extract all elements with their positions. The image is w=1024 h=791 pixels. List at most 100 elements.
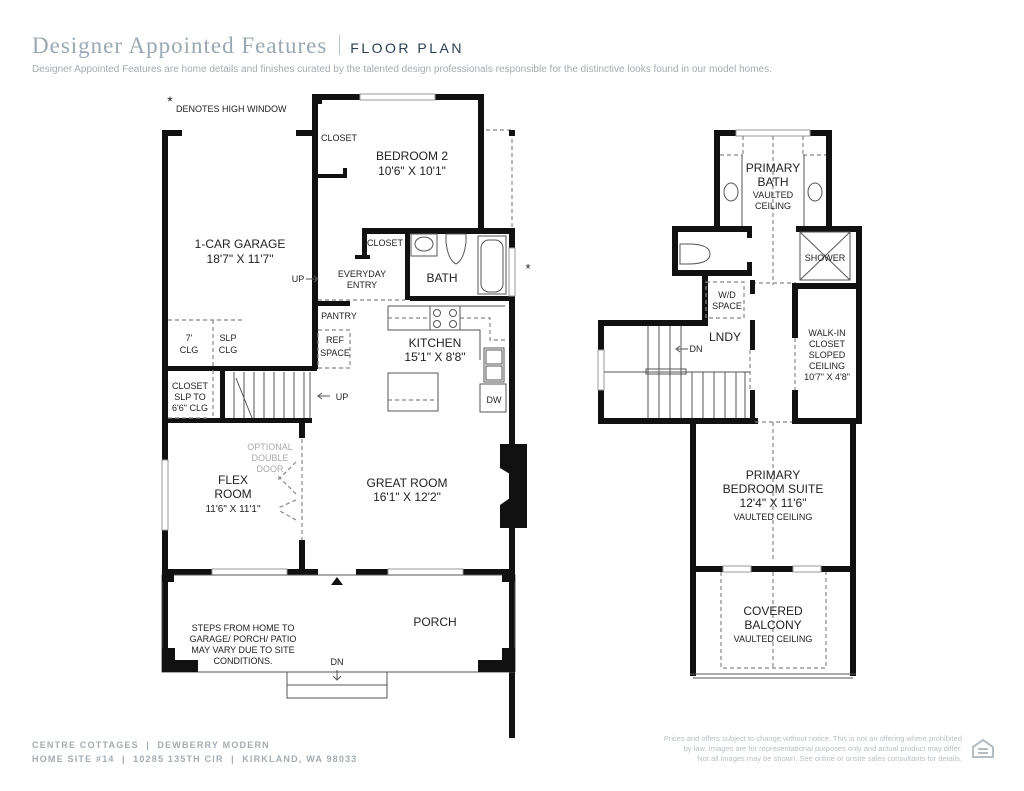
window	[161, 459, 169, 531]
window	[359, 93, 436, 101]
label-primary-suite: PRIMARY	[746, 468, 800, 482]
wall	[162, 130, 182, 136]
label-kitchen-dims: 15'1" X 8'8"	[404, 350, 465, 364]
stairs-main	[233, 372, 311, 419]
down-arrow-icon	[332, 670, 342, 681]
wd-space-outline	[705, 281, 745, 319]
label-great-room: GREAT ROOM	[367, 476, 448, 490]
label-closet: CLOSET	[321, 133, 358, 143]
label-vaulted-ceiling: VAULTED CEILING	[734, 634, 813, 644]
closet-outline	[168, 370, 214, 419]
label-primary-suite: BEDROOM SUITE	[723, 482, 824, 496]
label-dw: DW	[487, 395, 502, 405]
wall	[362, 228, 367, 258]
label-7ft-clg: 7'	[186, 333, 193, 343]
toilet	[445, 233, 467, 265]
wall	[318, 174, 346, 178]
disclaimer-line: Not all images may be shown. See online …	[697, 754, 962, 763]
disclaimer-line: by law. Images are for representational …	[683, 744, 962, 753]
intro-text: Designer Appointed Features are home det…	[32, 64, 772, 75]
cooktop	[429, 305, 461, 331]
wall	[478, 94, 484, 234]
label-vaulted-ceiling: CEILING	[755, 201, 791, 211]
label-covered-balcony: COVERED	[743, 604, 803, 618]
toilet	[679, 243, 711, 265]
label-optional-door: DOUBLE	[251, 453, 288, 463]
label-garage-dims: 18'7" X 11'7"	[207, 252, 274, 266]
label-primary-bath: PRIMARY	[746, 161, 800, 175]
label-flex-room: FLEX	[218, 473, 248, 487]
label-closet-slp: 6'6" CLG	[172, 403, 208, 413]
wall	[299, 540, 305, 570]
label-bedroom2: BEDROOM 2	[376, 149, 448, 163]
wall	[162, 366, 317, 371]
address-line: HOME SITE #14 | 10285 135TH CIR | KIRKLA…	[32, 754, 358, 764]
sink	[410, 233, 438, 257]
shower	[799, 231, 851, 281]
bumpout-outline	[486, 129, 513, 230]
label-steps-note: GARAGE/ PORCH/ PATIO	[190, 634, 297, 644]
label-ref-space: SPACE	[320, 348, 350, 358]
window	[211, 568, 288, 576]
wall	[355, 255, 370, 259]
wall	[362, 228, 514, 234]
kitchen-sink	[483, 347, 505, 383]
label-wd-space: SPACE	[712, 301, 742, 311]
disclaimer: Prices and offers subject to change with…	[664, 734, 962, 764]
label-closet: CLOSET	[367, 238, 404, 248]
door-opening	[792, 565, 822, 573]
label-dn: DN	[331, 657, 344, 667]
label-closet-slp: SLP TO	[174, 392, 206, 402]
wall	[299, 418, 305, 438]
label-vaulted-ceiling: VAULTED CEILING	[734, 512, 813, 522]
label-bath: BATH	[426, 271, 457, 285]
label-optional-door: DOOR	[257, 464, 285, 474]
legend-note: DENOTES HIGH WINDOW	[176, 104, 287, 114]
label-garage: 1-CAR GARAGE	[195, 237, 286, 251]
label-slp-clg: CLG	[219, 345, 238, 355]
wall	[296, 130, 314, 136]
label-dn: DN	[690, 344, 703, 354]
window	[735, 129, 811, 137]
ref-space-outline	[317, 329, 351, 369]
wall	[162, 418, 312, 423]
equal-housing-icon	[972, 738, 994, 758]
bathtub-basin	[480, 239, 504, 293]
label-ref-space: REF	[326, 335, 345, 345]
community-line: CENTRE COTTAGES | DEWBERRY MODERN	[32, 740, 270, 750]
wall	[410, 296, 514, 301]
title-divider	[339, 35, 341, 55]
label-walkin-closet: WALK-IN	[808, 328, 845, 338]
label-everyday-entry: EVERYDAY	[338, 269, 386, 279]
label-walkin-closet-dims: 10'7" X 4'8"	[804, 372, 850, 382]
label-flex-room-dims: 11'6" X 11'1"	[205, 504, 260, 515]
label-shower: SHOWER	[805, 253, 846, 263]
wall	[826, 130, 832, 230]
wall	[405, 230, 410, 300]
main-floor-plan: CLOSET BEDROOM 2 10'6" X 10'1" 1-CAR GAR…	[161, 93, 531, 738]
bathtub	[477, 235, 507, 295]
label-closet-slp: CLOSET	[172, 381, 209, 391]
high-window-marker: *	[525, 261, 530, 276]
wall	[162, 130, 168, 670]
label-slp-clg: SLP	[219, 333, 236, 343]
label-vaulted-ceiling: VAULTED	[753, 190, 794, 200]
label-steps-note: MAY VARY DUE TO SITE	[191, 645, 294, 655]
down-arrow-icon	[675, 345, 688, 353]
label-primary-bath: BATH	[757, 175, 788, 189]
label-great-room-dims: 16'1" X 12'2"	[373, 490, 441, 504]
label-primary-suite-dims: 12'4" X 11'6"	[740, 496, 807, 510]
label-pantry: PANTRY	[321, 311, 357, 321]
window	[597, 349, 605, 391]
sink-basin	[414, 236, 434, 252]
label-walkin-closet: CLOSET	[809, 339, 846, 349]
stairs-upper	[604, 326, 750, 418]
wall	[343, 168, 347, 178]
label-kitchen: KITCHEN	[409, 336, 462, 350]
high-window	[508, 247, 516, 297]
label-optional-door: OPTIONAL	[247, 442, 293, 452]
up-arrow-icon	[306, 275, 319, 283]
up-arrow-icon	[317, 392, 330, 400]
